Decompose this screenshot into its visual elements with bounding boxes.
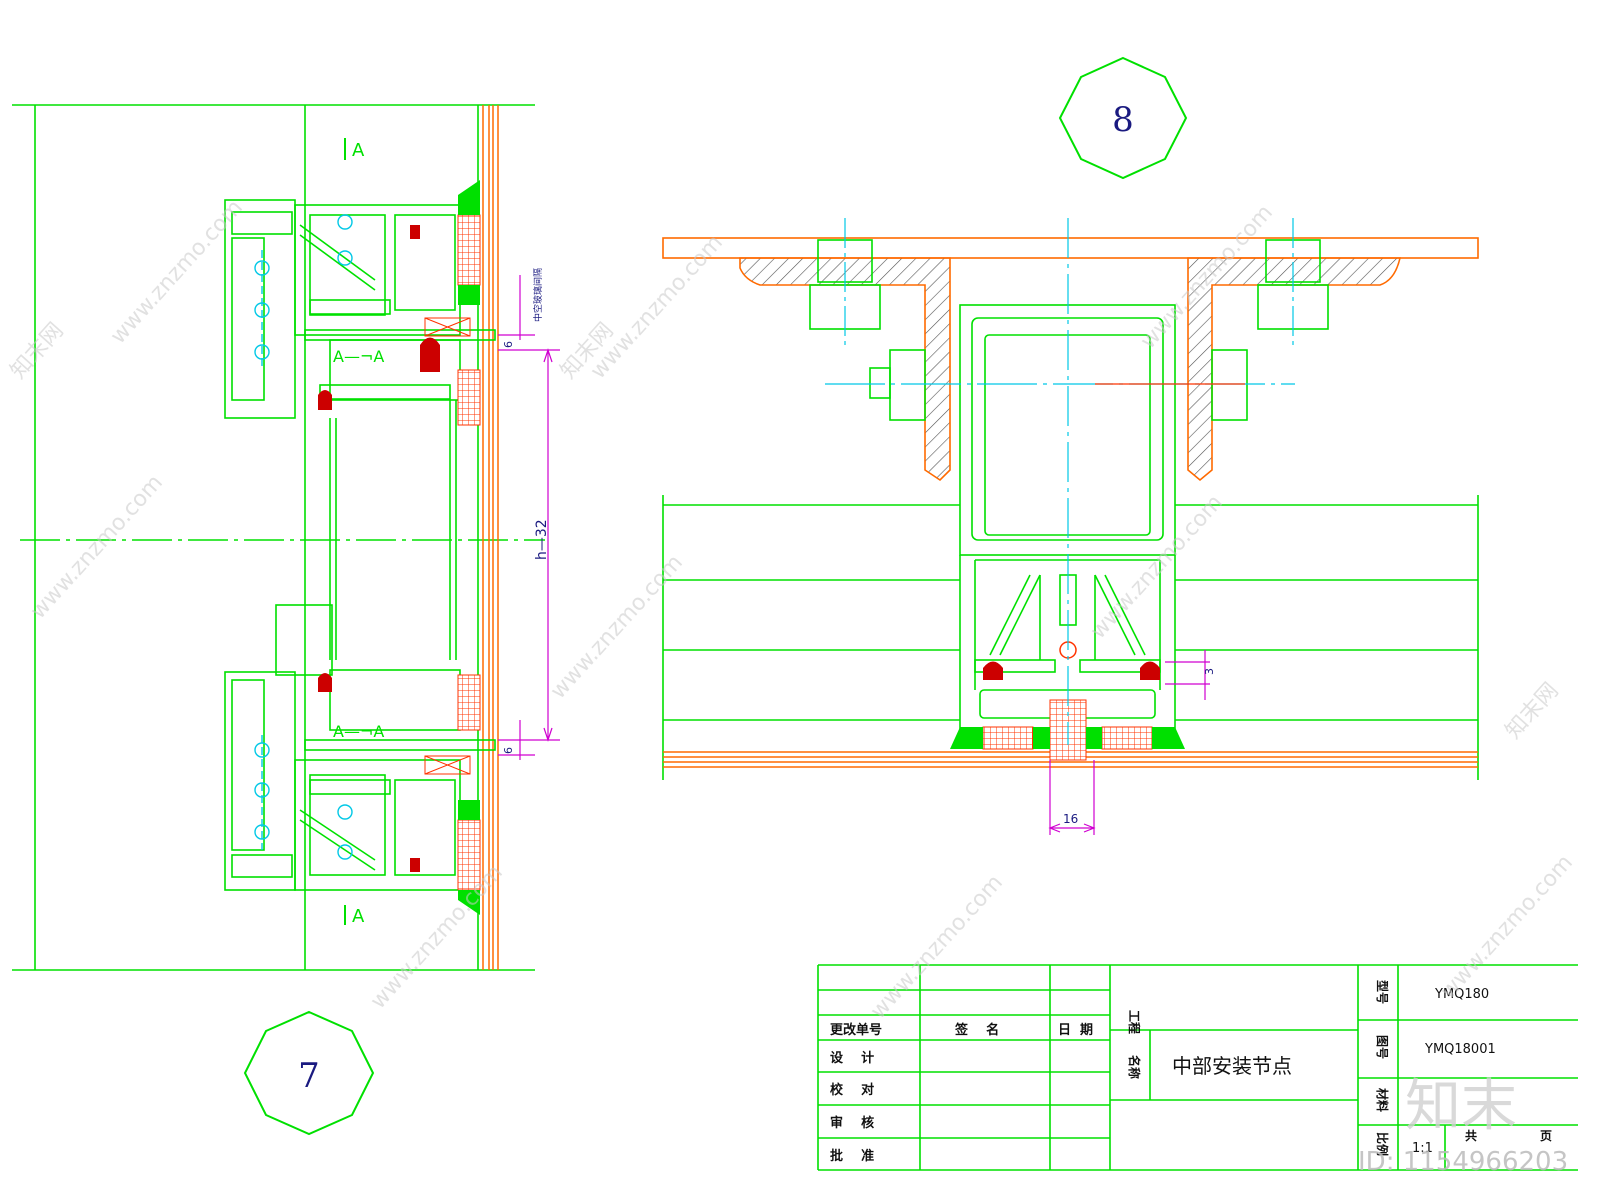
tb-project-label: 工程 (1127, 1010, 1142, 1034)
tb-drawing-no-value: YMQ18001 (1424, 1042, 1496, 1057)
watermark-id: ID: 1154966203 (1358, 1147, 1568, 1177)
tb-review: 审 核 (830, 1115, 874, 1131)
dim-clearance: 3 (1203, 668, 1216, 675)
tb-design: 设 计 (830, 1050, 874, 1066)
dim-joint-width: 16 (1063, 812, 1078, 826)
watermark-text-7: www.znzmo.com (366, 860, 508, 1014)
tb-drawing-name: 中部安装节点 (1172, 1054, 1292, 1078)
tb-model-value: YMQ180 (1434, 987, 1489, 1002)
section-marks-left: A A A—¬A A—¬A (333, 138, 384, 927)
dim-gap-top: 6 (502, 341, 515, 348)
detail-number-7-text: 7 (298, 1056, 320, 1096)
glass-panel-left (482, 105, 499, 970)
watermarks: www.znzmo.com www.znzmo.com www.znzmo.co… (6, 195, 1578, 1024)
title-block (817, 964, 1578, 1171)
tb-name-label: 名称 (1127, 1055, 1142, 1079)
dimensions-left: 6 6 h—32 中空玻璃间隔 (498, 268, 560, 760)
tb-approve: 批 准 (830, 1148, 874, 1164)
tb-scale-value: 1:1 (1412, 1141, 1433, 1156)
bolt-holes-left (254, 214, 353, 860)
tb-page-label: 页 (1540, 1129, 1552, 1143)
detail-number-8-text: 8 (1112, 100, 1134, 140)
tb-date: 日 期 (1058, 1023, 1093, 1038)
detail-8-section (662, 237, 1479, 780)
section-mark-mid-lower: A—¬A (333, 722, 384, 741)
title-block-text: 更改单号 签 名 日 期 设 计 校 对 审 核 批 准 工程 名称 中部安装节… (830, 980, 1552, 1164)
section-mark-mid-upper: A—¬A (333, 347, 384, 366)
detail-number-8: 8 (1058, 56, 1188, 180)
seals-right (950, 641, 1185, 761)
watermark-text-6: www.znzmo.com (1086, 490, 1228, 644)
tb-signature: 签 名 (954, 1022, 999, 1038)
tb-check: 校 对 (830, 1082, 874, 1098)
watermark-text-8: www.znzmo.com (866, 870, 1008, 1024)
dim-side-note: 中空玻璃间隔 (532, 268, 544, 322)
watermark-text-4: www.znzmo.com (26, 470, 168, 624)
tb-change-no: 更改单号 (830, 1022, 882, 1038)
section-mark-bottom: A (352, 906, 365, 927)
watermark-text-2: www.znzmo.com (586, 230, 728, 384)
tb-total-label: 共 (1465, 1128, 1477, 1143)
tb-drawing-no-label: 图号 (1375, 1035, 1390, 1059)
center-lines-right (825, 218, 1295, 745)
dim-gap-bottom: 6 (502, 747, 515, 754)
tb-scale-label: 比例 (1375, 1132, 1390, 1156)
section-mark-top: A (352, 140, 365, 161)
watermark-text-5: www.znzmo.com (546, 550, 688, 704)
watermark-brand-3: 知末网 (1501, 678, 1564, 744)
watermark-text-9: www.znzmo.com (1436, 850, 1578, 1004)
dim-span: h—32 (534, 519, 550, 560)
watermark-logo: 知末 (1405, 1074, 1517, 1139)
watermark-text-1: www.znzmo.com (106, 195, 248, 349)
seals-left (318, 180, 481, 915)
dimensions-right: 16 3 (1048, 650, 1216, 835)
detail-number-7: 7 (243, 1010, 375, 1136)
tb-model-label: 型号 (1375, 980, 1390, 1004)
watermark-brand-1: 知末网 (6, 318, 69, 384)
tb-material-label: 材料 (1375, 1087, 1390, 1112)
